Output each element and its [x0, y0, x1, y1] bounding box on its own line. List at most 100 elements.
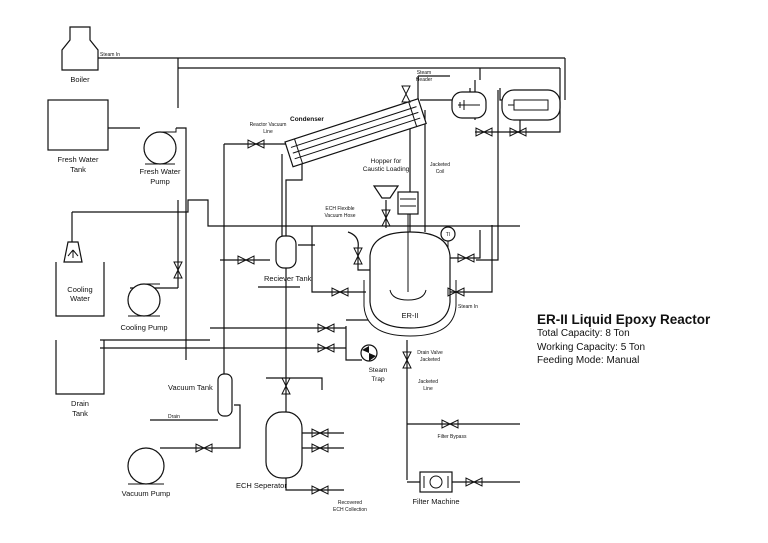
steam-upper-line [178, 67, 560, 80]
vacuum-tank [217, 373, 233, 417]
label-boiler: Boiler [70, 75, 90, 84]
label-fresh-water-tank: Fresh Water [58, 155, 99, 164]
header-right-vertical-3 [510, 68, 561, 133]
label-steam-in-right: Steam In [458, 304, 478, 310]
label-steam-header: Steam [417, 70, 431, 76]
condenser [284, 97, 427, 168]
label-jacketed-line-2: Line [423, 386, 433, 392]
label-steam-header-2: Header [416, 77, 433, 83]
vacuum-pump-line [160, 404, 241, 449]
label-cooling-water: Cooling [67, 285, 92, 294]
valve [311, 428, 329, 438]
valve [311, 443, 329, 453]
label-hopper: Hopper for [371, 158, 403, 165]
feeding-mode: Feeding Mode: Manual [537, 355, 640, 366]
steam-trap-line [345, 319, 368, 361]
header-right-vertical [476, 90, 499, 261]
valve [331, 287, 349, 297]
valve [441, 419, 459, 429]
label-receiver-tank: Reciever Tank [264, 274, 312, 283]
label-vacuum-pump: Vacuum Pump [122, 489, 171, 498]
label-drain-valve-2: Jacketed [420, 357, 440, 363]
label-reactor-vacuum: Reactor Vacuum [250, 122, 287, 128]
working-capacity: Working Capacity: 5 Ton [537, 341, 646, 353]
label-filter-bypass: Filter Bypass [438, 434, 467, 440]
reactor-title: ER-II Liquid Epoxy Reactor [537, 312, 711, 327]
valve [195, 443, 213, 453]
label-steam-trap-2: Trap [371, 376, 385, 383]
cooling-branch-1 [130, 200, 179, 289]
label-fresh-water-tank-2: Tank [70, 165, 86, 174]
label-cooling-pump: Cooling Pump [120, 323, 167, 332]
filter-machine [419, 471, 453, 493]
valve [317, 343, 335, 353]
valve [457, 253, 475, 263]
valve [173, 261, 183, 279]
label-drain-valve: Drain Valve [417, 350, 443, 356]
valve [353, 247, 363, 265]
heat-exchanger-2 [501, 89, 561, 121]
label-ech-flexible: ECH Flexible [325, 206, 354, 212]
label-ech-flexible-2: Vacuum Hose [324, 213, 355, 219]
valve [311, 485, 329, 495]
cooling-return-line [72, 199, 520, 227]
jacket-steam-2 [444, 230, 481, 259]
label-filter-machine: Filter Machine [412, 497, 459, 506]
cooling-pump [127, 283, 161, 317]
label-reactor: ER-II [401, 311, 418, 320]
label-drain: Drain [168, 414, 180, 420]
reactor-agitator [389, 232, 427, 301]
valves [173, 85, 527, 495]
cooling-water-tank [55, 241, 105, 317]
total-capacity: Total Capacity: 8 Ton [537, 328, 630, 339]
label-fresh-water-pump: Fresh Water [140, 167, 181, 176]
fresh-water-pump [143, 128, 177, 165]
label-ech-separator: ECH Seperator [236, 481, 287, 490]
label-drain-tank: Drain [71, 399, 89, 408]
heat-exchanger-1 [451, 91, 487, 119]
agitator-motor [397, 191, 419, 232]
valve [381, 209, 391, 227]
steam-trap [360, 344, 378, 362]
valve [401, 85, 411, 103]
fresh-water-tank [47, 99, 109, 151]
valve [247, 139, 265, 149]
valve [317, 323, 335, 333]
reactor-vessel [369, 231, 451, 329]
label-jacketed-coil: Jacketed [430, 162, 450, 168]
boiler [61, 26, 99, 71]
label-steam-trap: Steam [369, 367, 388, 374]
valve [465, 477, 483, 487]
vacuum-pump [127, 447, 165, 485]
separator-recovered [285, 472, 344, 491]
reactor-er-ii [363, 231, 457, 337]
hopper [372, 185, 400, 199]
condenser-outlet [285, 160, 303, 238]
label-reactor-vacuum-2: Line [263, 129, 273, 135]
label-steam-in-top: Steam In [100, 52, 120, 58]
valve [281, 377, 291, 395]
labels: Steam In Boiler Fresh Water Tank Fresh W… [58, 52, 479, 513]
label-condenser: Condenser [290, 116, 324, 123]
ech-separator [265, 411, 303, 479]
valve [447, 287, 465, 297]
drain-tank [55, 340, 105, 395]
label-recovered-2: ECH Collection [333, 507, 367, 513]
label-gauge: TI [446, 232, 450, 238]
valve [475, 127, 493, 137]
label-cooling-water-2: Water [70, 294, 90, 303]
valve [237, 255, 255, 265]
reactor-info-panel: ER-II Liquid Epoxy Reactor Total Capacit… [537, 312, 710, 368]
receiver-tank [275, 235, 297, 269]
separator-side-in [266, 377, 323, 390]
label-recovered: Recovered [338, 500, 362, 506]
label-hopper-2: Caustic Loading [363, 166, 410, 173]
label-jacketed-coil-2: Coil [436, 169, 445, 175]
jacket-steam-in [440, 225, 493, 293]
temperature-gauge [440, 226, 456, 248]
label-vacuum-tank: Vacuum Tank [168, 383, 213, 392]
label-fresh-water-pump-2: Pump [150, 177, 170, 186]
label-jacketed-line: Jacketed [418, 379, 438, 385]
valve [402, 351, 412, 369]
